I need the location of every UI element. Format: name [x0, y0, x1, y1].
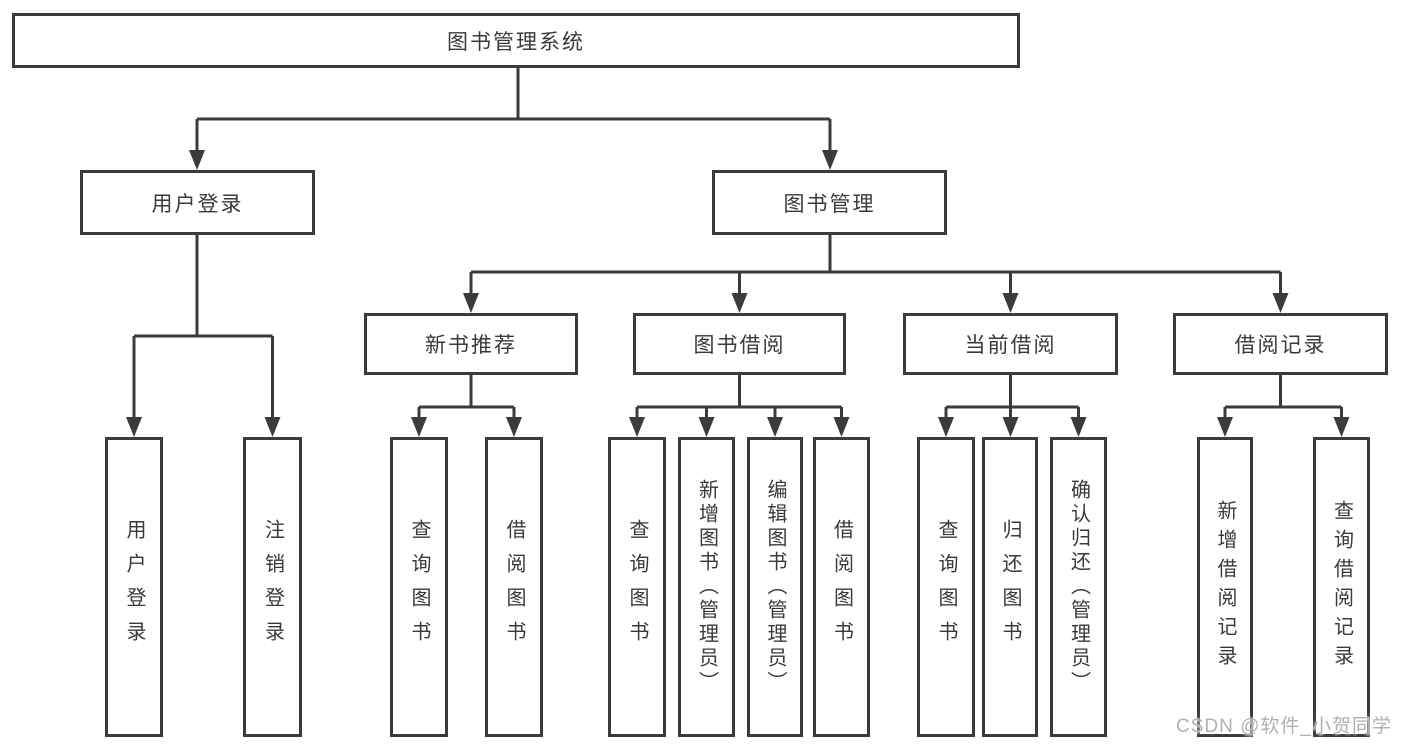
leaf-borrow-books-recommend-label: 借阅图书: [503, 519, 525, 655]
leaf-logout: 注销登录: [243, 437, 302, 737]
leaf-add-book-admin-label: 新增图书（管理员）: [695, 479, 718, 695]
node-book-management: 图书管理: [712, 170, 947, 235]
leaf-logout-label: 注销登录: [261, 519, 284, 655]
csdn-watermark: CSDN @软件_小贺同学: [1176, 716, 1392, 737]
node-root-library-system: 图书管理系统: [12, 13, 1020, 68]
leaf-user-login: 用户登录: [105, 437, 163, 737]
leaf-add-borrow-record-label: 新增借阅记录: [1214, 500, 1236, 674]
leaf-add-book-admin: 新增图书（管理员）: [678, 437, 735, 737]
leaf-borrow-books-borrowing-label: 借阅图书: [830, 519, 853, 655]
leaf-query-books-recommend-label: 查询图书: [408, 519, 430, 655]
leaf-confirm-return-admin-label: 确认归还（管理员）: [1067, 479, 1090, 695]
leaf-edit-book-admin: 编辑图书（管理员）: [747, 437, 803, 737]
leaf-query-borrow-record-label: 查询借阅记录: [1330, 500, 1353, 674]
leaf-query-books-borrowing-label: 查询图书: [626, 519, 648, 655]
leaf-borrow-books-borrowing: 借阅图书: [813, 437, 870, 737]
leaf-query-books-recommend: 查询图书: [390, 437, 448, 737]
node-book-borrowing: 图书借阅: [633, 313, 846, 375]
node-new-book-recommend: 新书推荐: [364, 313, 578, 375]
leaf-return-book: 归还图书: [982, 437, 1038, 737]
node-user-login: 用户登录: [80, 170, 315, 235]
leaf-query-books-borrowing: 查询图书: [608, 437, 666, 737]
leaf-add-borrow-record: 新增借阅记录: [1197, 437, 1253, 737]
leaf-query-borrow-record: 查询借阅记录: [1313, 437, 1370, 737]
leaf-return-book-label: 归还图书: [999, 519, 1021, 655]
leaf-user-login-label: 用户登录: [123, 519, 145, 655]
leaf-query-books-current-label: 查询图书: [935, 519, 957, 655]
node-borrow-records: 借阅记录: [1173, 313, 1388, 375]
leaf-confirm-return-admin: 确认归还（管理员）: [1050, 437, 1107, 737]
node-current-borrowing: 当前借阅: [903, 313, 1118, 375]
leaf-query-books-current: 查询图书: [917, 437, 975, 737]
leaf-borrow-books-recommend: 借阅图书: [485, 437, 543, 737]
leaf-edit-book-admin-label: 编辑图书（管理员）: [764, 479, 786, 695]
